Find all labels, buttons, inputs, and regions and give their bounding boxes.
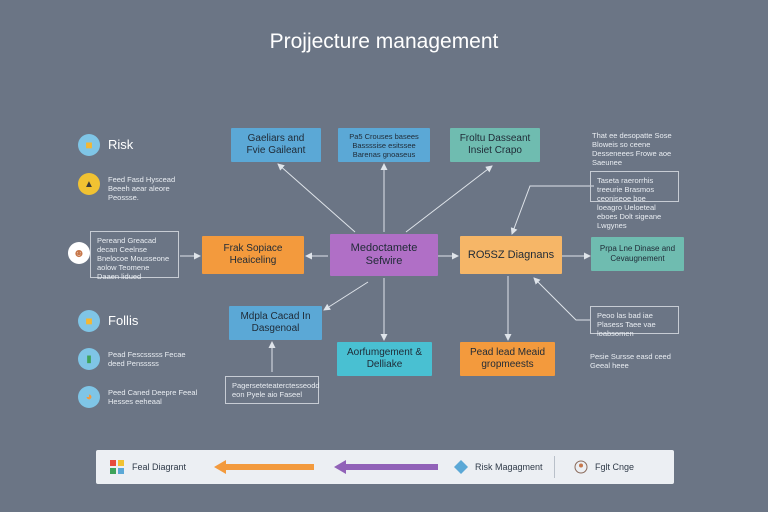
side-avatar: ☻ [68,242,98,264]
legend-label-1: Feal Diagrant [132,462,187,472]
folls-label: Follis [108,313,139,328]
side-risk-detail: ▲ Feed Fasd Hyscead Beeeh aear aleore Pe… [78,173,198,202]
legend-item-3[interactable]: Fglt Cnge [574,450,634,484]
risk-label: Risk [108,137,134,152]
purple-arrow-icon [334,460,438,474]
node-mid-right[interactable]: RO5SZ Diagnans [460,236,562,274]
wire-note-lower-to-midright [533,277,590,321]
node-far-right[interactable]: Prpa Lne Dinase and Cevaugnement [591,237,684,271]
note-bottom-right: Pesie Sursse easd ceed Geeal heee [590,352,671,370]
avatar-icon: ☻ [68,242,90,264]
wire-center-top-right [405,165,493,233]
node-top-center[interactable]: Pa5 Crouses basees Bassssise esitssee Ba… [338,128,430,162]
user-circle-icon [574,460,588,474]
legend-bar: Feal Diagrant Risk Magagment Fglt Cnge [96,450,674,484]
note-left-mid: Pereand Greacad decan Ceelnse Bnelocoe M… [90,231,179,281]
node-lower-center[interactable]: Aorfumgement & Delliake [337,342,432,376]
node-top-right[interactable]: Froltu Dasseant Insiet Crapo [450,128,540,162]
pie-chart-icon: ◕ [78,386,100,408]
side-folls-item2: ◕ Peed Caned Deepre Feeal Hesses eeheaal [78,386,198,408]
wire-center-top-left [277,163,356,233]
legend-divider [554,456,555,478]
legend-label-2: Risk Magagment [475,462,543,472]
legend-item-1[interactable]: Feal Diagrant [110,450,186,484]
legend-label-3: Fglt Cnge [595,462,635,472]
warning-icon: ▲ [78,173,100,195]
wire-center-lower-left [323,281,369,311]
wire-note-to-midright [510,185,594,235]
note-right-upper: Taseta raerorrhis treeurie Brasmos ceoni… [590,171,679,230]
node-mid-left[interactable]: Frak Sopiace Heaiceling [202,236,304,274]
folls-text2: Peed Caned Deepre Feeal Hesses eeheaal [108,388,198,406]
risk-icon: ■ [78,134,100,156]
folls-icon: ■ [78,310,100,332]
node-lower-left[interactable]: Mdpla Cacad In Dasgenoal [229,306,322,340]
grid-icon [110,460,124,474]
node-center[interactable]: Medoctamete Sefwire [330,234,438,276]
side-risk: ■ Risk [78,134,133,156]
side-folls-item1: ▮ Pead Fescsssss Fecae deed Pensssss [78,348,198,370]
page-title: Projjecture management [269,30,499,53]
diamond-icon [454,460,468,474]
node-top-left[interactable]: Gaeliars and Fvie Gaileant [231,128,321,162]
orange-arrow-icon [214,460,314,474]
legend-item-2[interactable]: Risk Magagment [454,450,543,484]
note-top-right: That ee desopatte Sose Bloweis so ceene … [592,131,672,167]
folls-text1: Pead Fescsssss Fecae deed Pensssss [108,350,186,368]
note-bottom-left: Pagerseteteaterctesseodd eon Pyele aio F… [225,376,320,404]
chart-icon: ▮ [78,348,100,370]
side-folls: ■ Follis [78,310,138,332]
note-right-lower: Peoo las bad iae Plasess Taee vae loabso… [590,306,679,338]
risk-text: Feed Fasd Hyscead Beeeh aear aleore Peos… [108,175,176,202]
node-lower-right[interactable]: Pead lead Meaid gropmeests [460,342,555,376]
